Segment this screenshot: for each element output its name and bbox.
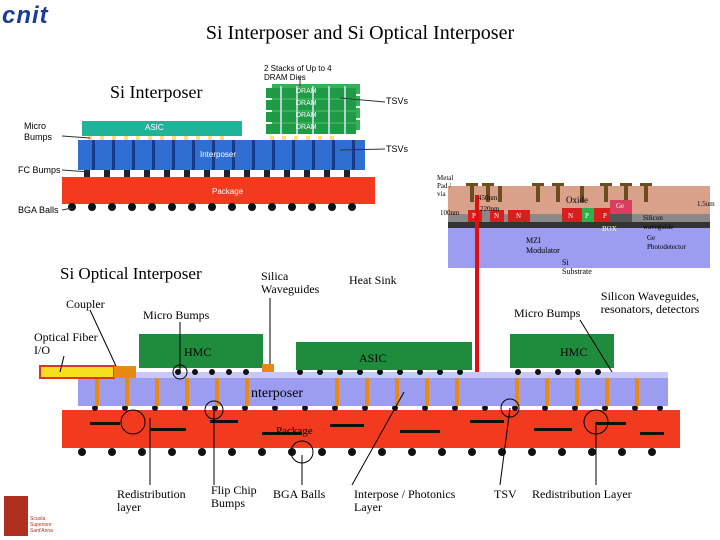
photodetector-label: Ge Photodetector [647, 234, 686, 251]
optical-fiber-label: Optical Fiber I/O [34, 330, 98, 357]
si-interposer-title: Si Interposer [110, 82, 203, 102]
package-traces [90, 420, 664, 435]
mzi-label: MZI Modulator [526, 236, 560, 255]
asic-label: ASIC [145, 123, 164, 132]
si-substrate-label: Si Substrate [562, 258, 592, 276]
p-label-3: P [603, 212, 607, 220]
ge-label: Ge [616, 202, 625, 210]
fc-bumps [84, 170, 350, 177]
bga-balls [68, 203, 356, 211]
fc-bumps-label: FC Bumps [18, 165, 61, 175]
interposer-layer [78, 140, 365, 170]
tsv-label: TSV [494, 487, 517, 501]
stack-note: 2 Stacks of Up to 4 DRAM Dies [264, 64, 332, 82]
sant-anna-logo: Scuola Superiore Sant'Anna [30, 516, 53, 534]
optical-interposer-layer [78, 378, 668, 406]
asic-die [82, 121, 242, 136]
sant-anna-logo-block [4, 496, 28, 536]
oxide-label: Oxide [566, 195, 588, 205]
p-label-2: P [585, 212, 589, 220]
si-optical-interposer-title: Si Optical Interposer [60, 264, 202, 283]
n-label-2: N [516, 212, 522, 220]
bga-balls-label: BGA Balls [18, 205, 59, 215]
metal-pad-label: Metal Pad / via [437, 174, 454, 198]
interpose-photonics-label: Interpose / Photonics Layer [354, 487, 456, 514]
asic-die-optical [296, 342, 472, 370]
dim-100-label: 100nm [440, 209, 460, 217]
flip-chip-bumps-label: Flip Chip Bumps [211, 483, 257, 510]
hmc-left-label: HMC [184, 345, 212, 359]
optical-bga-balls [78, 448, 656, 456]
bga-balls-optical-label: BGA Balls [273, 487, 326, 501]
dram-tsvs [280, 86, 346, 134]
heat-sink-pad [262, 364, 274, 372]
micro-bumps-right-label: Micro Bumps [514, 306, 581, 320]
tsvs-lower-label: TSVs [386, 144, 409, 154]
hmc-left-die [139, 334, 263, 368]
silica-waveguides-label: Silica Waveguides [261, 269, 320, 296]
package-label: Package [212, 187, 244, 196]
p-label-1: P [472, 212, 476, 220]
micro-bumps-left-label: Micro Bumps [143, 308, 210, 322]
n-label-1: N [494, 212, 500, 220]
micro-bumps-label: Micro Bumps [24, 121, 53, 142]
interposer-tsvs [92, 140, 355, 170]
interposer-label: Interposer [200, 150, 237, 159]
dram-label-2: DRAM [296, 100, 317, 107]
n-label-3: N [568, 212, 574, 220]
heat-sink-label: Heat Sink [349, 273, 397, 287]
dram-label-4: DRAM [296, 124, 317, 131]
package-optical-label: Package [276, 425, 313, 437]
flip-chip-bumps [92, 405, 663, 411]
dram-label-1: DRAM [296, 88, 317, 95]
dim-15-label: 1.5um [697, 200, 715, 208]
box-label: BOX [602, 225, 617, 233]
cnit-logo: cnit [2, 2, 49, 29]
tsvs-upper-label: TSVs [386, 96, 409, 106]
hmc-right-label: HMC [560, 345, 588, 359]
interposer-vias [95, 378, 639, 406]
hmc-right-die [510, 334, 614, 368]
dram-stack-front [266, 88, 356, 134]
asic-optical-label: ASIC [359, 351, 387, 365]
coupler-label: Coupler [66, 297, 105, 311]
silicon-waveguides-label: Silicon Waveguides, resonators, detector… [600, 289, 700, 316]
page-title: Si Interposer and Si Optical Interposer [205, 22, 515, 44]
coupler-block [114, 366, 136, 378]
package-layer [62, 177, 375, 204]
optical-fiber [39, 365, 115, 379]
dram-label-3: DRAM [296, 112, 317, 119]
optical-micro-bumps [175, 369, 601, 375]
redistribution-right-label: Redistribution Layer [532, 487, 632, 501]
redistribution-left-label: Redistribution layer [117, 487, 186, 514]
dim-450-label: 450nm [478, 194, 498, 202]
dim-220-label: 220nm [480, 205, 500, 213]
interposer-optical-label: nterposer [251, 386, 304, 402]
si-waveguide-label: Silicon waveguide [643, 214, 674, 231]
